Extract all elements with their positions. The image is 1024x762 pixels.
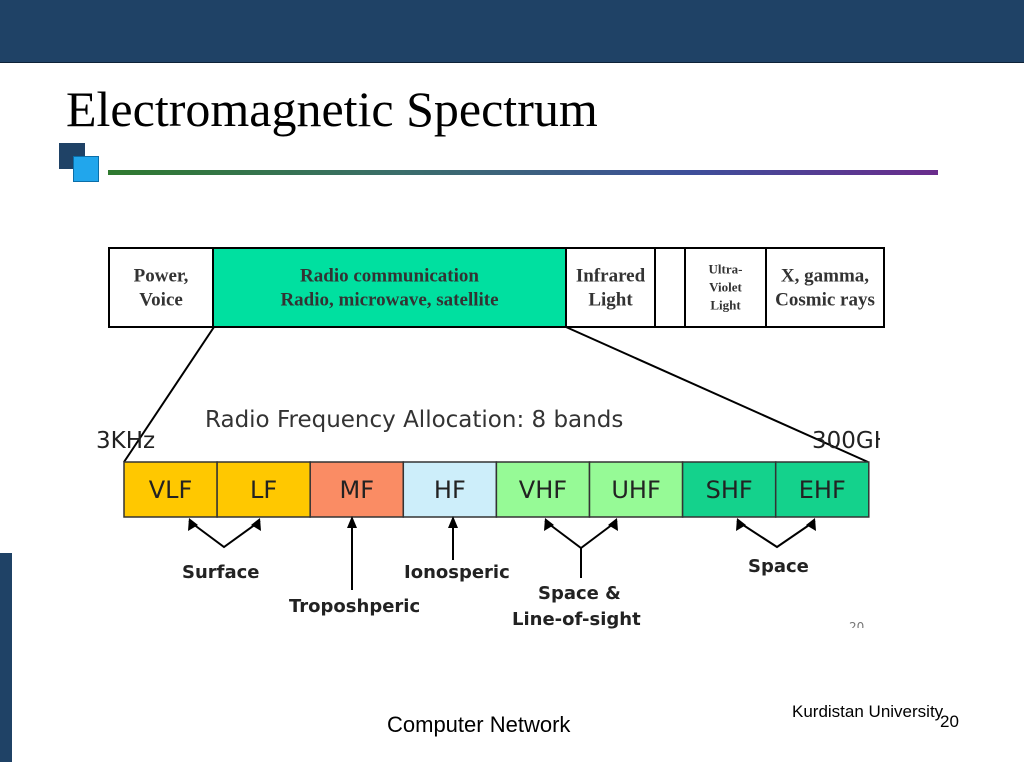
- band-label: MF: [339, 476, 374, 504]
- end-frequency-label: 300GH: [812, 428, 891, 454]
- title-underline: [108, 170, 938, 175]
- band-label: LF: [250, 476, 277, 504]
- spectrum-cell: [108, 247, 214, 328]
- band-cell: [402, 461, 498, 518]
- spectrum-cell-label: Light: [710, 298, 741, 313]
- left-side-bar: [0, 553, 12, 762]
- band-label: VLF: [149, 476, 193, 504]
- band-cell: [123, 461, 218, 518]
- band-cell: [309, 461, 405, 518]
- slide-title: Electromagnetic Spectrum: [66, 81, 598, 137]
- spectrum-cell-label: Radio communication: [300, 266, 479, 287]
- band-cell: [774, 461, 870, 518]
- decor-square-blue: [73, 156, 99, 182]
- spectrum-cell: [654, 247, 686, 328]
- zoom-line-right: [565, 326, 869, 463]
- space-los-arrow: [544, 520, 618, 550]
- band-cell: [588, 461, 684, 518]
- band-label: VHF: [519, 476, 567, 504]
- band-cell: [495, 461, 591, 518]
- band-label: EHF: [799, 476, 846, 504]
- band-label: UHF: [611, 476, 660, 504]
- spectrum-cell-label: Power,: [134, 266, 189, 287]
- radio-heading: Radio Frequency Allocation: 8 bands: [205, 407, 623, 433]
- spectrum-cell-label: Ultra-: [709, 262, 743, 277]
- frequency-bands: VLF LF MF HF VHF UHF SHF EHF: [123, 461, 870, 518]
- spectrum-cell: [684, 247, 767, 328]
- label-space: Space: [748, 556, 809, 577]
- footer-university: Kurdistan University: [792, 702, 944, 721]
- band-cell: [681, 461, 777, 518]
- label-surface: Surface: [182, 562, 260, 583]
- spectrum-cell-label: Voice: [139, 290, 183, 311]
- top-header-bar: [0, 0, 1024, 63]
- surface-arrow: [188, 520, 261, 549]
- zoom-line-left: [123, 326, 215, 463]
- start-frequency-label: 3KHz: [96, 428, 155, 454]
- spectrum-cell-label: Infrared: [576, 266, 646, 287]
- label-ionospheric: Ionosperic: [404, 562, 510, 583]
- band-cell: [216, 461, 311, 518]
- footer-course: Computer Network: [387, 712, 571, 737]
- label-space-los-1: Space &: [538, 583, 621, 604]
- page-number: 20: [940, 712, 959, 731]
- spectrum-cell-label: Violet: [709, 280, 742, 295]
- spectrum-cell: [765, 247, 885, 328]
- spectrum-cell-label: Cosmic rays: [775, 290, 875, 311]
- band-label: HF: [434, 476, 466, 504]
- spectrum-cell-label: X, gamma,: [781, 266, 869, 287]
- space-arrow: [736, 520, 816, 549]
- spectrum-cell: [212, 247, 567, 328]
- spectrum-cell: [565, 247, 656, 328]
- label-space-los-2: Line-of-sight: [512, 609, 641, 630]
- label-tropospheric: Troposhperic: [289, 596, 420, 617]
- spectrum-cell-label: Light: [588, 290, 633, 311]
- band-label: SHF: [706, 476, 753, 504]
- spectrum-cell-label: Radio, microwave, satellite: [280, 290, 498, 311]
